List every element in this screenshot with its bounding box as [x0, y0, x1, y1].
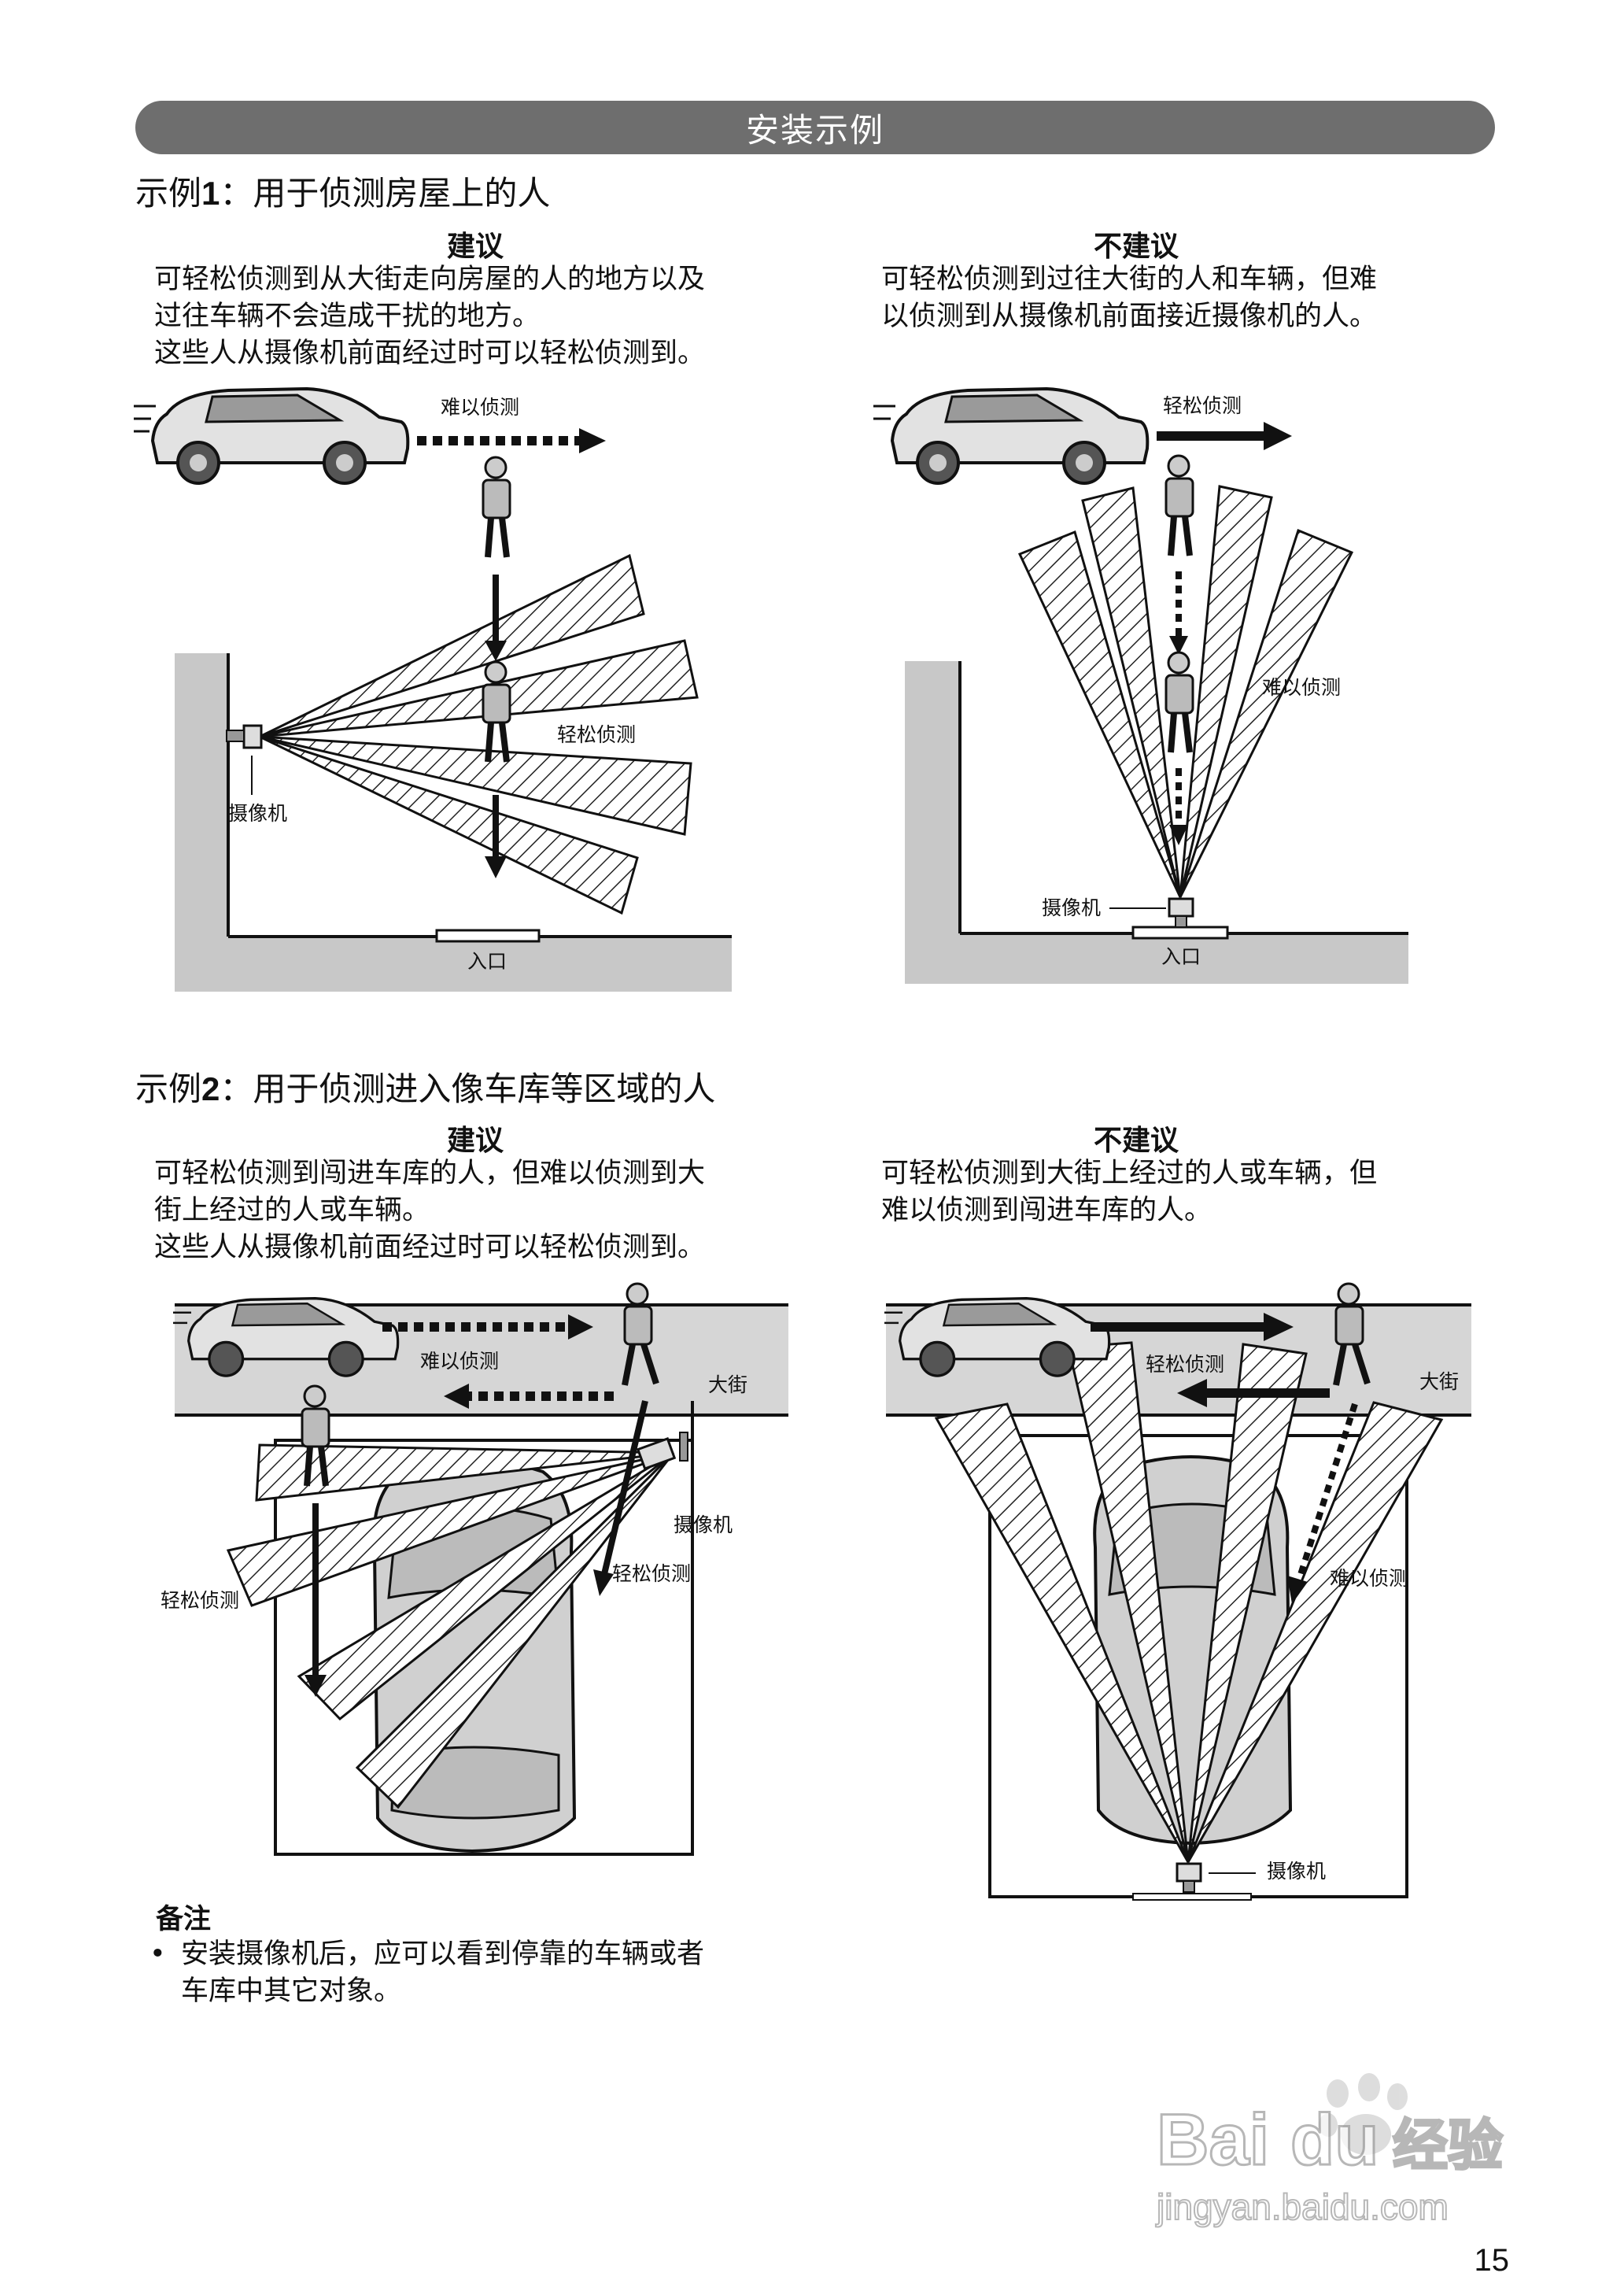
example2-not-recommended-title: 不建议 — [1093, 1125, 1179, 1157]
label-hard-to-detect: 难以侦测 — [1330, 1567, 1408, 1590]
example2-not-recommended-text: 可轻松侦测到大街上经过的人或车辆，但 难以侦测到闯进车库的人。 — [881, 1158, 1378, 1226]
example2-not-recommended-diagram: 轻松侦测 大街 难以侦测 摄像机 — [884, 1282, 1471, 1901]
example1-heading: 示例1：用于侦测房屋上的人 — [135, 174, 551, 213]
detection-zones — [934, 1341, 1444, 1863]
example1-recommended-text: 可轻松侦测到从大街走向房屋的人的地方以及 过往车辆不会造成干扰的地方。 这些人从… — [154, 264, 706, 369]
car-icon — [884, 1297, 1111, 1377]
notes-title: 备注 — [156, 1904, 212, 1935]
example1-recommended-diagram: 难以侦测 轻松侦测 摄像机 入口 — [134, 386, 732, 992]
label-easy-to-detect: 轻松侦测 — [1163, 394, 1242, 417]
label-hard-to-detect: 难以侦测 — [420, 1350, 499, 1373]
bullet: • — [149, 1938, 166, 1970]
person-icon — [622, 1282, 659, 1386]
detection-zones — [1017, 485, 1354, 898]
person-icon — [301, 1384, 330, 1487]
label-easy-right: 轻松侦测 — [612, 1562, 691, 1585]
example1-not-recommended-text: 可轻松侦测到过往大街的人和车辆，但难 以侦测到从摄像机前面接近摄像机的人。 — [881, 264, 1378, 332]
label-street: 大街 — [708, 1373, 747, 1396]
label-hard-to-detect: 难以侦测 — [441, 396, 519, 419]
paw-icon — [1319, 2073, 1408, 2155]
solid-arrow — [1264, 422, 1292, 450]
wall-floor — [175, 653, 732, 992]
camera-icon — [636, 1401, 694, 1503]
camera-icon — [1132, 1862, 1252, 1901]
watermark-brand: Bai — [1157, 2100, 1269, 2180]
camera-icon — [1168, 897, 1194, 928]
label-camera: 摄像机 — [674, 1513, 733, 1536]
camera-icon — [226, 724, 263, 749]
example2-heading: 示例2：用于侦测进入像车库等区域的人 — [135, 1070, 716, 1108]
car-icon — [173, 1297, 400, 1377]
example1-not-recommended-title: 不建议 — [1093, 231, 1179, 263]
label-camera: 摄像机 — [1042, 896, 1101, 919]
detection-zones — [259, 553, 699, 915]
label-easy-to-detect: 轻松侦测 — [557, 723, 636, 746]
label-hard-to-detect: 难以侦测 — [1262, 676, 1341, 699]
person-icon — [482, 456, 511, 558]
person-icon — [1333, 1282, 1371, 1386]
car-icon — [134, 386, 410, 485]
label-entrance: 入口 — [467, 950, 507, 973]
person-icon — [482, 660, 511, 763]
example2-recommended-title: 建议 — [446, 1125, 504, 1157]
example1-recommended-title: 建议 — [446, 231, 504, 263]
baidu-watermark: Bai du 经验 jingyan.baidu.com — [1154, 2073, 1504, 2228]
example1-not-recommended-diagram: 轻松侦测 难以侦测 摄像机 入口 — [873, 386, 1408, 984]
label-camera: 摄像机 — [1267, 1860, 1326, 1883]
entrance-mark — [435, 929, 541, 943]
section-banner: 安装示例 — [135, 101, 1495, 154]
page-number: 15 — [1474, 2243, 1510, 2278]
example2-recommended-diagram: 难以侦测 大街 摄像机 轻松侦测 轻松侦测 — [161, 1282, 788, 1856]
watermark-brand-cn: 经验 — [1393, 2113, 1503, 2178]
label-easy-left: 轻松侦测 — [161, 1589, 239, 1612]
person-icon — [1164, 651, 1194, 753]
label-entrance: 入口 — [1161, 945, 1201, 968]
notes-list: • 安装摄像机后，应可以看到停靠的车辆或者 车库中其它对象。 — [149, 1936, 704, 2010]
detection-zones — [226, 1443, 675, 1809]
watermark-url: jingyan.baidu.com — [1155, 2186, 1449, 2227]
label-camera: 摄像机 — [228, 802, 287, 825]
watermark-brand2: du — [1290, 2100, 1379, 2180]
person-icon — [1164, 454, 1194, 556]
car-icon — [873, 386, 1150, 485]
label-easy-to-detect: 轻松侦测 — [1146, 1353, 1224, 1376]
label-street: 大街 — [1419, 1370, 1459, 1393]
example2-recommended-text: 可轻松侦测到闯进车库的人，但难以侦测到大 街上经过的人或车辆。 这些人从摄像机前… — [154, 1158, 706, 1263]
